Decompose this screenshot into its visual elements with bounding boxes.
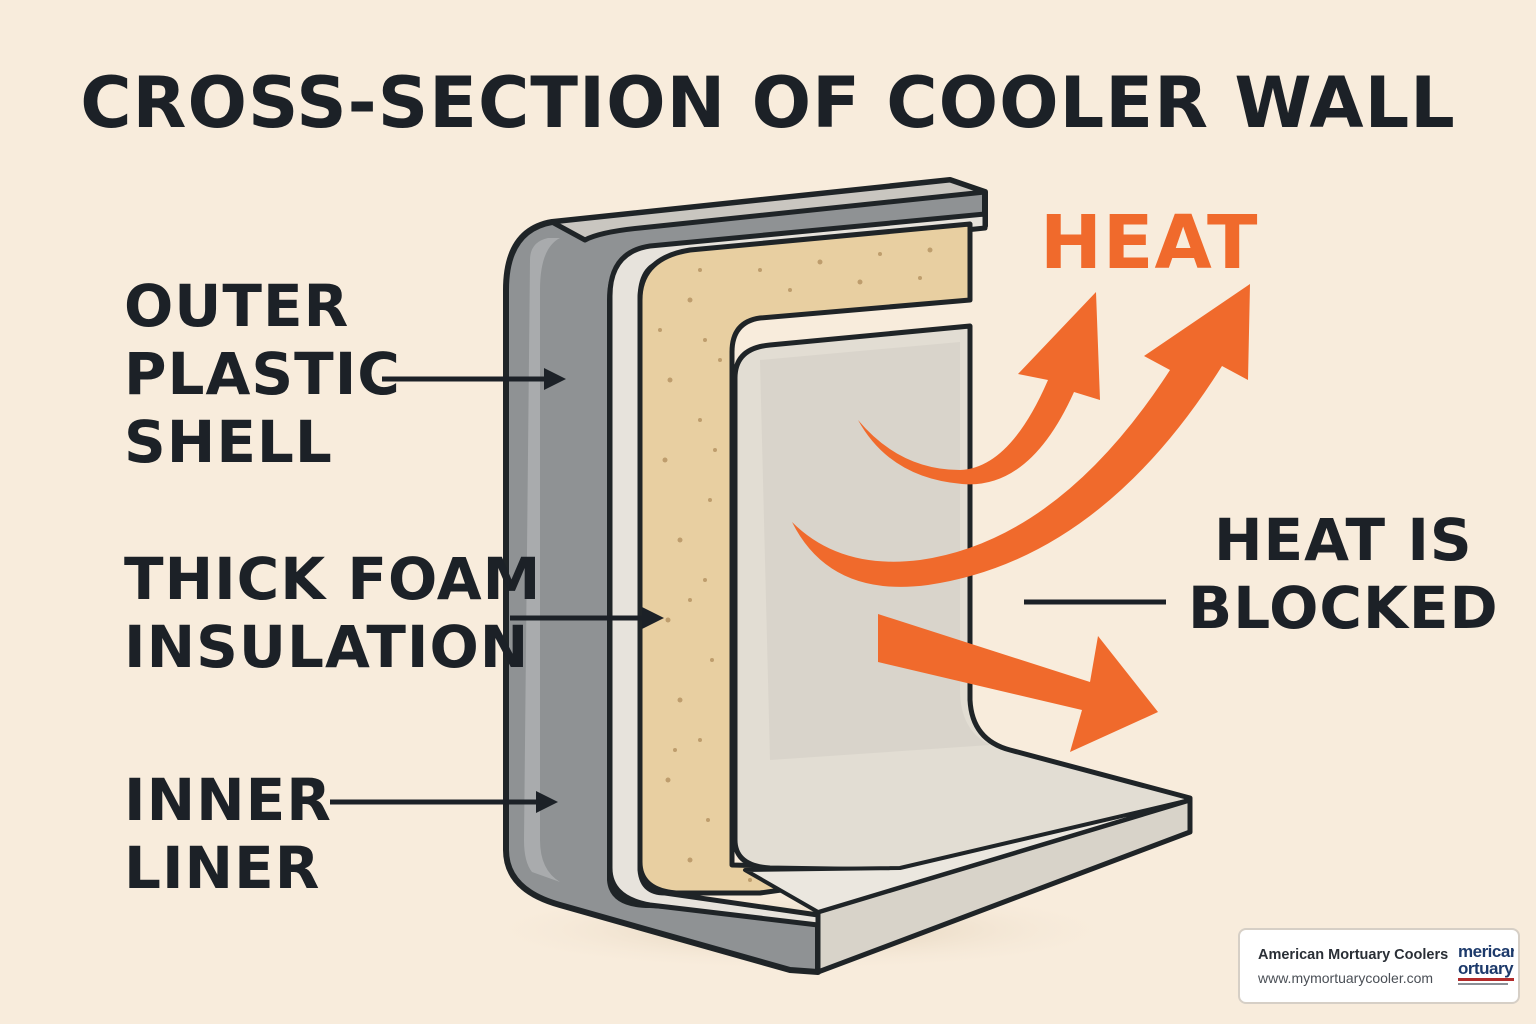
- heat-arrow-middle: [792, 284, 1250, 587]
- label-line: PLASTIC: [124, 340, 401, 408]
- label-thick-foam-insulation: THICK FOAM INSULATION: [124, 545, 541, 681]
- logo-text-line1: mericar: [1458, 942, 1514, 961]
- label-line: INNER: [124, 766, 332, 834]
- label-line: SHELL: [124, 408, 333, 476]
- label-outer-plastic-shell: OUTER PLASTIC SHELL: [124, 272, 401, 476]
- heat-label: HEAT: [1040, 200, 1259, 286]
- label-line: HEAT IS: [1214, 506, 1473, 574]
- label-line: THICK FOAM: [124, 545, 542, 613]
- pointer-inner-liner: [330, 791, 558, 813]
- label-line: INSULATION: [124, 613, 530, 681]
- wall-top-edge: [549, 177, 988, 243]
- label-line: LINER: [124, 834, 321, 902]
- pointer-outer-shell: [382, 368, 566, 390]
- logo-text-line2: ortuary: [1458, 959, 1514, 978]
- heat-arrow-lower: [878, 614, 1158, 752]
- company-logo-icon: mericar ortuary: [1458, 940, 1514, 992]
- badge-company-name: American Mortuary Coolers: [1258, 947, 1449, 963]
- logo-grey-rule: [1458, 983, 1508, 985]
- logo-red-rule: [1458, 978, 1514, 981]
- pointer-foam: [510, 607, 664, 629]
- diagram-title: CROSS-SECTION OF COOLER WALL: [80, 62, 1456, 144]
- badge-url[interactable]: www.mymortuarycooler.com: [1258, 970, 1434, 986]
- inner-liner-floor-top: [743, 798, 1192, 914]
- outer-shell-highlight: [524, 238, 560, 882]
- inner-liner-wall: [732, 323, 1193, 873]
- label-inner-liner: INNER LINER: [124, 766, 332, 902]
- foam-speckles: [658, 247, 933, 882]
- heat-arrow-upper: [858, 292, 1100, 485]
- inner-liner-shading: [760, 342, 990, 760]
- thick-foam-insulation: [637, 221, 973, 896]
- label-heat-is-blocked: HEAT IS BLOCKED: [1188, 506, 1499, 642]
- source-badge[interactable]: American Mortuary Coolers www.mymortuary…: [1238, 928, 1520, 1004]
- label-line: OUTER: [124, 272, 350, 340]
- label-line: BLOCKED: [1188, 574, 1499, 642]
